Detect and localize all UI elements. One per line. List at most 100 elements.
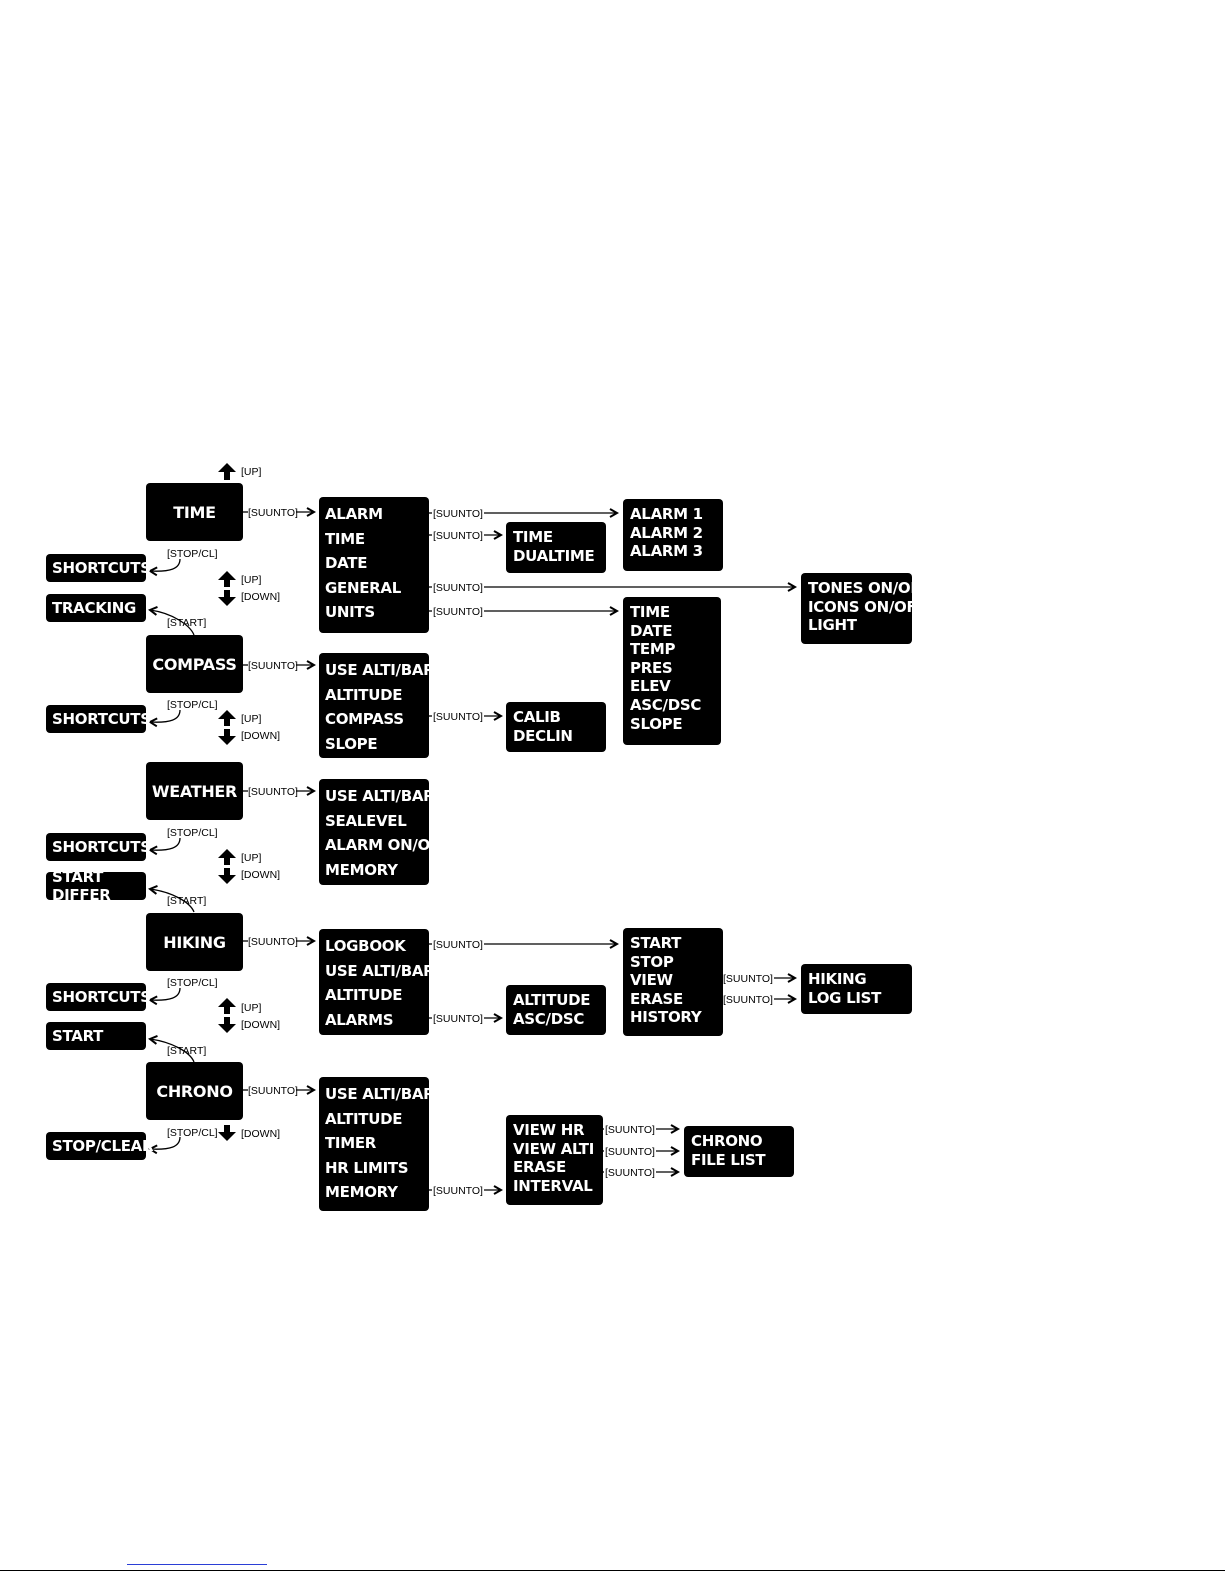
suunto-button-label: [SUUNTO] bbox=[433, 530, 483, 542]
down-arrow-icon bbox=[218, 729, 236, 745]
down-button-label: [DOWN] bbox=[241, 730, 281, 742]
submenu-item: ALARM 2 bbox=[630, 523, 703, 542]
start-button-label: [START] bbox=[167, 617, 207, 629]
submenu-item: VIEW HR bbox=[513, 1121, 585, 1139]
hiking-alarms-submenu: ALTITUDE ASC/DSC bbox=[506, 985, 606, 1035]
menu-item: MEMORY bbox=[325, 860, 398, 879]
compass-shortcuts: SHORTCUTS bbox=[46, 705, 151, 733]
submenu-item: ALARM 1 bbox=[630, 505, 703, 523]
stopcl-button-label: [STOP/CL] bbox=[167, 548, 218, 560]
submenu-item: TEMP bbox=[630, 640, 676, 659]
down-arrow-icon bbox=[218, 1017, 236, 1033]
up-button-label: [UP] bbox=[241, 466, 262, 478]
menu-item: TIMER bbox=[325, 1134, 377, 1153]
compass-submenu: CALIB DECLIN bbox=[506, 702, 606, 752]
suunto-button-label: [SUUNTO] bbox=[723, 994, 773, 1006]
mode-chrono: CHRONO bbox=[146, 1062, 243, 1120]
submenu-item: VIEW ALTI bbox=[513, 1139, 595, 1158]
suunto-button-label: [SUUNTO] bbox=[605, 1167, 655, 1179]
suunto-button-label: [SUUNTO] bbox=[433, 1013, 483, 1025]
mode-time: TIME bbox=[146, 483, 243, 541]
time-submenu: TIME DUALTIME bbox=[506, 522, 606, 573]
submenu-item: DATE bbox=[630, 621, 673, 640]
submenu-item: TIME bbox=[513, 528, 553, 546]
down-arrow-icon bbox=[218, 590, 236, 606]
up-button-label: [UP] bbox=[241, 1002, 262, 1014]
stopcl-button-label: [STOP/CL] bbox=[167, 977, 218, 989]
submenu-item: TONES ON/OFF bbox=[808, 579, 931, 597]
submenu-item: DUALTIME bbox=[513, 546, 595, 565]
hiking-shortcuts: SHORTCUTS bbox=[46, 983, 151, 1011]
units-submenu: TIME DATE TEMP PRES ELEV ASC/DSC SLOPE bbox=[623, 597, 721, 745]
suunto-button-label: [SUUNTO] bbox=[605, 1146, 655, 1158]
menu-item: SEALEVEL bbox=[325, 811, 407, 830]
general-submenu: TONES ON/OFF ICONS ON/OFF LIGHT bbox=[801, 573, 931, 644]
down-button-label: [DOWN] bbox=[241, 869, 281, 881]
up-arrow-icon bbox=[218, 998, 236, 1014]
logbook-submenu: START STOP VIEW ERASE HISTORY bbox=[623, 928, 723, 1036]
mode-weather: WEATHER bbox=[146, 762, 243, 820]
submenu-item: FILE LIST bbox=[691, 1150, 766, 1169]
down-arrow-icon bbox=[218, 868, 236, 884]
start-button-label: [START] bbox=[167, 895, 207, 907]
submenu-item: DECLIN bbox=[513, 726, 573, 745]
menu-item: SLOPE bbox=[325, 734, 378, 753]
chrono-memory-submenu: VIEW HR VIEW ALTI ERASE INTERVAL bbox=[506, 1115, 603, 1205]
up-button-label: [UP] bbox=[241, 852, 262, 864]
alarms-submenu: ALARM 1 ALARM 2 ALARM 3 bbox=[623, 499, 723, 571]
submenu-item: START bbox=[630, 934, 682, 952]
up-button-label: [UP] bbox=[241, 713, 262, 725]
up-arrow-icon bbox=[218, 849, 236, 865]
menu-item: LOGBOOK bbox=[325, 937, 406, 955]
submenu-item: TIME bbox=[630, 603, 670, 621]
menu-item: HR LIMITS bbox=[325, 1158, 409, 1177]
menu-item: COMPASS bbox=[325, 710, 404, 729]
hiking-log-submenu: HIKING LOG LIST bbox=[801, 964, 912, 1014]
menu-item: ALTITUDE bbox=[325, 986, 403, 1005]
stopcl-button-label: [STOP/CL] bbox=[167, 1127, 218, 1139]
submenu-item: ERASE bbox=[630, 989, 683, 1008]
up-arrow-icon bbox=[218, 710, 236, 726]
up-button-label: [UP] bbox=[241, 574, 262, 586]
menu-item: ALTITUDE bbox=[325, 685, 403, 704]
submenu-item: ERASE bbox=[513, 1158, 566, 1177]
down-arrow-icon bbox=[218, 1125, 236, 1141]
menu-item: USE ALTI/BARO bbox=[325, 661, 447, 679]
time-menu: ALARM TIME DATE GENERAL UNITS bbox=[319, 497, 429, 633]
suunto-button-label: [SUUNTO] bbox=[248, 1085, 298, 1097]
suunto-button-label: [SUUNTO] bbox=[433, 1185, 483, 1197]
down-button-label: [DOWN] bbox=[241, 1128, 281, 1140]
menu-item: ALARMS bbox=[325, 1010, 394, 1029]
submenu-item: CHRONO bbox=[691, 1132, 763, 1150]
submenu-item: HISTORY bbox=[630, 1008, 702, 1027]
menu-item: TIME bbox=[325, 529, 365, 548]
suunto-button-label: [SUUNTO] bbox=[248, 660, 298, 672]
submenu-item: ICONS ON/OFF bbox=[808, 597, 927, 616]
footnote-rule bbox=[127, 1564, 267, 1565]
submenu-item: LOG LIST bbox=[808, 988, 882, 1007]
mode-hiking: HIKING bbox=[146, 913, 243, 971]
submenu-item: STOP bbox=[630, 952, 674, 971]
chrono-menu: USE ALTI/BARO ALTITUDE TIMER HR LIMITS M… bbox=[319, 1077, 447, 1211]
start-differ: START DIFFER bbox=[46, 868, 146, 904]
start: START bbox=[46, 1022, 146, 1050]
suunto-button-label: [SUUNTO] bbox=[433, 606, 483, 618]
suunto-button-label: [SUUNTO] bbox=[248, 786, 298, 798]
submenu-item: ALARM 3 bbox=[630, 542, 703, 561]
up-arrow-icon bbox=[218, 463, 236, 480]
start-button-label: [START] bbox=[167, 1045, 207, 1057]
stop-clear: STOP/CLEAR bbox=[46, 1132, 154, 1160]
chrono-file-submenu: CHRONO FILE LIST bbox=[684, 1126, 794, 1177]
submenu-item: LIGHT bbox=[808, 616, 857, 635]
weather-menu: USE ALTI/BARO SEALEVEL ALARM ON/OFF MEMO… bbox=[319, 779, 450, 885]
weather-shortcuts: SHORTCUTS bbox=[46, 833, 151, 861]
stopcl-button-label: [STOP/CL] bbox=[167, 827, 218, 839]
menu-item: USE ALTI/BARO bbox=[325, 961, 447, 980]
suunto-button-label: [SUUNTO] bbox=[433, 582, 483, 594]
suunto-button-label: [SUUNTO] bbox=[605, 1124, 655, 1136]
stopcl-button-label: [STOP/CL] bbox=[167, 699, 218, 711]
suunto-button-label: [SUUNTO] bbox=[723, 973, 773, 985]
time-shortcuts: SHORTCUTS bbox=[46, 554, 151, 582]
submenu-item: INTERVAL bbox=[513, 1176, 593, 1195]
